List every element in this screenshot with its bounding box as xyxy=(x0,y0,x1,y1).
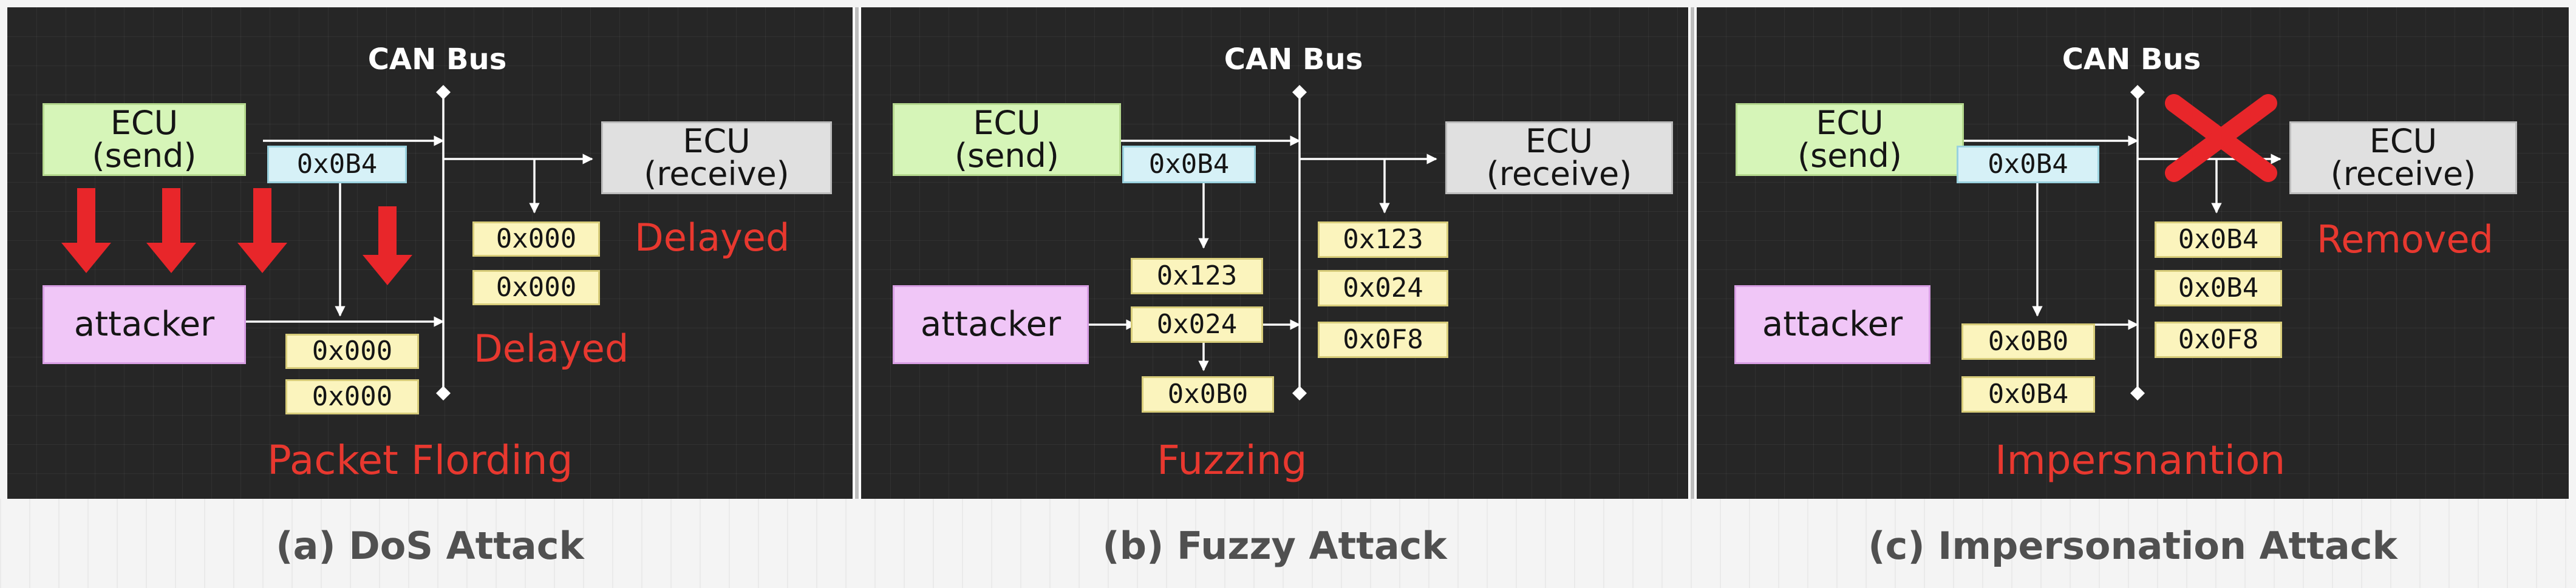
bus-terminator xyxy=(2130,386,2145,400)
ecu-receive-box: ECU (receive) xyxy=(2289,121,2517,194)
can-bus-label: CAN Bus xyxy=(1224,42,1363,76)
status-delayed-top: Delayed xyxy=(635,215,790,260)
bus-terminator xyxy=(1292,85,1307,100)
received-id-tag: 0x0B4 xyxy=(2155,270,2282,306)
bus-terminator xyxy=(1292,386,1307,400)
sent-id-tag: 0x0B4 xyxy=(1957,146,2099,183)
panel-fuzzy-attack xyxy=(861,7,1688,499)
sent-id-tag: 0x0B4 xyxy=(267,146,407,183)
caption-fuzzy: (b) Fuzzy Attack xyxy=(1102,524,1447,568)
attacker-box: attacker xyxy=(43,285,246,364)
ecu-send-box: ECU (send) xyxy=(893,103,1121,176)
bus-terminator xyxy=(436,386,451,400)
bus-terminator xyxy=(2130,85,2145,100)
status-removed: Removed xyxy=(2317,217,2493,262)
caption-impersonation: (c) Impersonation Attack xyxy=(1868,524,2397,568)
bus-terminator xyxy=(436,85,451,100)
received-id-tag: 0x0F8 xyxy=(2155,322,2282,358)
attacker-id-tag: 0x000 xyxy=(285,334,419,369)
flood-arrow-icon xyxy=(237,188,287,273)
panel-divider xyxy=(853,7,861,499)
ecu-send-box: ECU (send) xyxy=(1736,103,1964,176)
received-id-tag: 0x0B4 xyxy=(2155,221,2282,258)
panel-dos-attack xyxy=(7,7,853,499)
attack-type-label: Fuzzing xyxy=(1157,437,1307,484)
attack-type-label: Packet Flording xyxy=(267,437,573,484)
caption-dos: (a) DoS Attack xyxy=(276,524,584,568)
flood-arrow-icon xyxy=(363,206,412,285)
attacker-id-tag: 0x123 xyxy=(1131,258,1263,294)
panel-impersonation-attack xyxy=(1697,7,2569,499)
ecu-send-box: ECU (send) xyxy=(43,103,246,176)
received-id-tag: 0x000 xyxy=(472,221,600,257)
attacker-id-tag: 0x000 xyxy=(285,379,419,414)
received-id-tag: 0x0F8 xyxy=(1318,322,1448,358)
blocked-x-icon xyxy=(2165,94,2277,182)
received-id-tag: 0x024 xyxy=(1318,270,1448,306)
attacker-box: attacker xyxy=(1734,285,1930,364)
caption-band xyxy=(0,499,2576,588)
received-id-tag: 0x123 xyxy=(1318,221,1448,258)
status-delayed-bottom: Delayed xyxy=(474,326,629,371)
attacker-id-tag: 0x0B0 xyxy=(1142,376,1274,413)
received-id-tag: 0x000 xyxy=(472,270,600,305)
flood-arrow-icon xyxy=(146,188,196,273)
attack-type-label: Impersnantion xyxy=(1995,437,2286,484)
ecu-receive-box: ECU (receive) xyxy=(1445,121,1673,194)
sent-id-tag: 0x0B4 xyxy=(1122,146,1256,183)
attacker-id-tag: 0x0B4 xyxy=(1961,376,2095,413)
can-bus-label: CAN Bus xyxy=(367,42,507,76)
can-bus-label: CAN Bus xyxy=(2062,42,2201,76)
attacker-id-tag: 0x024 xyxy=(1131,306,1263,343)
attacker-id-tag: 0x0B0 xyxy=(1961,323,2095,360)
ecu-receive-box: ECU (receive) xyxy=(601,121,832,194)
panel-divider xyxy=(1688,7,1697,499)
flood-arrow-icon xyxy=(61,188,111,273)
attacker-box: attacker xyxy=(893,285,1089,364)
